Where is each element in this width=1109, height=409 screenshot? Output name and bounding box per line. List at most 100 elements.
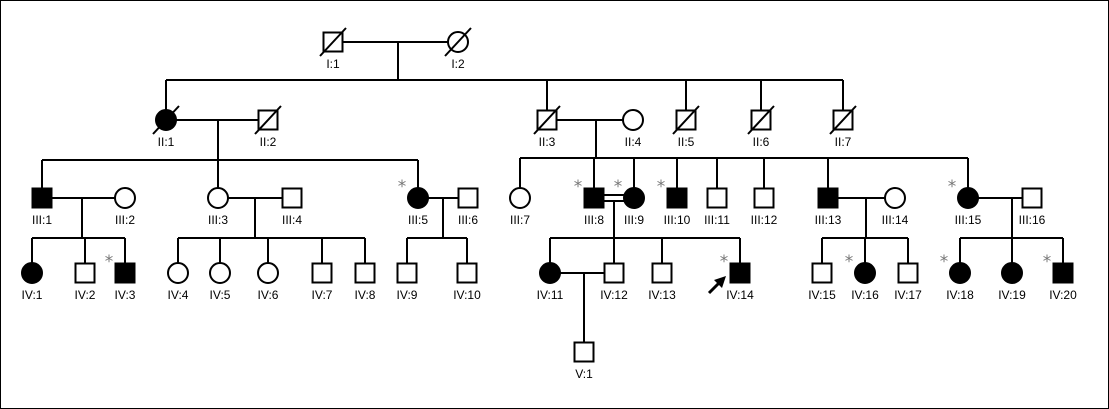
individual-IV-18: IV:18*	[940, 252, 974, 302]
female-symbol	[114, 187, 136, 209]
individual-IV-2: IV:2	[74, 262, 96, 302]
individual-label: IV:16	[851, 288, 879, 302]
individual-II-7: II:7	[829, 105, 857, 149]
individual-III-8: III:8*	[574, 177, 605, 227]
male-symbol	[456, 262, 478, 284]
individual-label: I:1	[326, 57, 340, 71]
individual-III-3: III:3	[207, 187, 229, 227]
male-symbol	[573, 341, 595, 363]
male-symbol	[706, 187, 728, 209]
individual-label: III:5	[408, 213, 428, 227]
individual-IV-6: IV:6	[257, 262, 279, 302]
asterisk-marker: *	[1043, 252, 1052, 272]
female-symbol	[854, 262, 876, 284]
individual-IV-10: IV:10	[453, 262, 481, 302]
deceased-slash	[829, 105, 857, 135]
individual-II-1: II:1	[152, 105, 180, 149]
individual-label: IV:5	[210, 288, 231, 302]
individual-label: III:10	[664, 213, 691, 227]
individual-label: II:2	[260, 135, 277, 149]
individual-label: III:14	[882, 213, 909, 227]
individual-IV-8: IV:8	[354, 262, 376, 302]
individual-label: IV:3	[115, 288, 136, 302]
individual-label: IV:20	[1049, 288, 1077, 302]
individual-label: IV:8	[355, 288, 376, 302]
individual-III-14: III:14	[882, 187, 909, 227]
individual-IV-13: IV:13	[648, 262, 676, 302]
individual-IV-9: IV:9	[396, 262, 418, 302]
deceased-slash	[254, 105, 282, 135]
individual-IV-19: IV:19	[998, 262, 1026, 302]
individual-III-2: III:2	[114, 187, 136, 227]
individual-II-4: II:4	[622, 109, 644, 149]
male-symbol	[897, 262, 919, 284]
deceased-slash	[319, 27, 347, 57]
individual-III-6: III:6	[457, 187, 479, 227]
female-symbol	[257, 262, 279, 284]
individual-label: IV:9	[397, 288, 418, 302]
female-symbol	[884, 187, 906, 209]
male-symbol	[74, 262, 96, 284]
individual-label: IV:14	[726, 288, 754, 302]
individual-IV-5: IV:5	[209, 262, 231, 302]
individual-label: III:3	[208, 213, 228, 227]
asterisk-marker: *	[105, 252, 114, 272]
female-symbol	[209, 262, 231, 284]
male-symbol	[311, 262, 333, 284]
individual-label: IV:10	[453, 288, 481, 302]
individual-IV-4: IV:4	[167, 262, 189, 302]
individual-label: III:11	[704, 213, 730, 227]
male-symbol	[1021, 187, 1043, 209]
individual-IV-12: IV:12	[600, 262, 628, 302]
male-symbol	[583, 187, 605, 209]
individual-label: IV:12	[600, 288, 628, 302]
individual-label: IV:1	[22, 288, 43, 302]
asterisk-marker: *	[845, 252, 854, 272]
individual-label: III:12	[751, 213, 778, 227]
individual-label: III:2	[115, 213, 135, 227]
male-symbol	[811, 262, 833, 284]
male-symbol	[457, 187, 479, 209]
individual-III-7: III:7	[509, 187, 531, 227]
individual-IV-1: IV:1	[21, 262, 43, 302]
female-symbol	[949, 262, 971, 284]
female-symbol	[957, 187, 979, 209]
individual-III-5: III:5 *	[398, 177, 429, 227]
individual-IV-16: IV:16 *	[845, 252, 879, 302]
individual-label: III:16	[1019, 213, 1046, 227]
male-symbol	[753, 187, 775, 209]
individual-label: II:4	[625, 135, 642, 149]
female-symbol	[407, 187, 429, 209]
individual-III-1: III:1	[31, 187, 53, 227]
male-symbol	[603, 262, 625, 284]
individual-III-9: III:9*	[614, 177, 645, 227]
individual-IV-17: IV:17	[894, 262, 922, 302]
individual-II-6: II:6	[747, 105, 775, 149]
individual-IV-15: IV:15	[808, 262, 836, 302]
deceased-slash	[152, 105, 180, 135]
individual-I-2: I:2	[444, 27, 472, 71]
asterisk-marker: *	[398, 177, 407, 197]
individual-III-12: III:12	[751, 187, 778, 227]
male-symbol	[666, 187, 688, 209]
individual-III-16: III:16	[1019, 187, 1046, 227]
individual-label: IV:18	[946, 288, 974, 302]
asterisk-marker: *	[574, 177, 583, 197]
individual-label: III:7	[510, 213, 530, 227]
deceased-slash	[672, 105, 700, 135]
deceased-slash	[747, 105, 775, 135]
female-symbol	[539, 262, 561, 284]
asterisk-marker: *	[720, 252, 729, 272]
female-symbol	[1001, 262, 1023, 284]
individual-label: II:6	[753, 135, 770, 149]
individual-label: III:13	[815, 213, 842, 227]
individual-label: II:5	[678, 135, 695, 149]
individual-label: IV:11	[537, 288, 564, 302]
individual-label: IV:6	[258, 288, 279, 302]
individual-label: III:6	[458, 213, 478, 227]
individual-label: III:15	[955, 213, 982, 227]
individual-IV-3: IV:3 *	[105, 252, 136, 302]
individual-II-3: II:3	[533, 105, 561, 149]
individual-IV-20: IV:20 *	[1043, 252, 1077, 302]
deceased-slash	[444, 27, 472, 57]
